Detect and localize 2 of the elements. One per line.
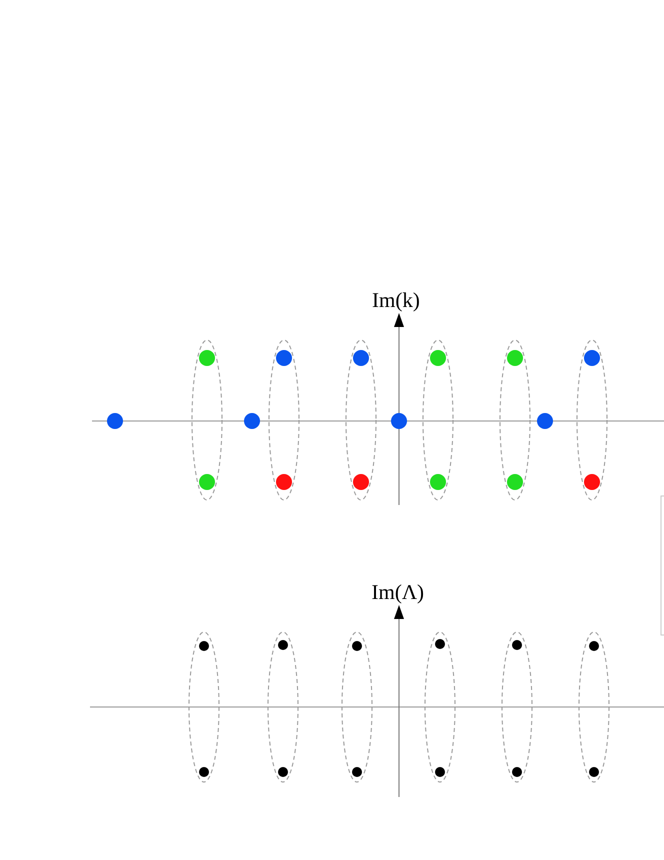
axis-label: Im(k) bbox=[372, 290, 420, 311]
axis-label: Im(Λ) bbox=[372, 582, 424, 603]
